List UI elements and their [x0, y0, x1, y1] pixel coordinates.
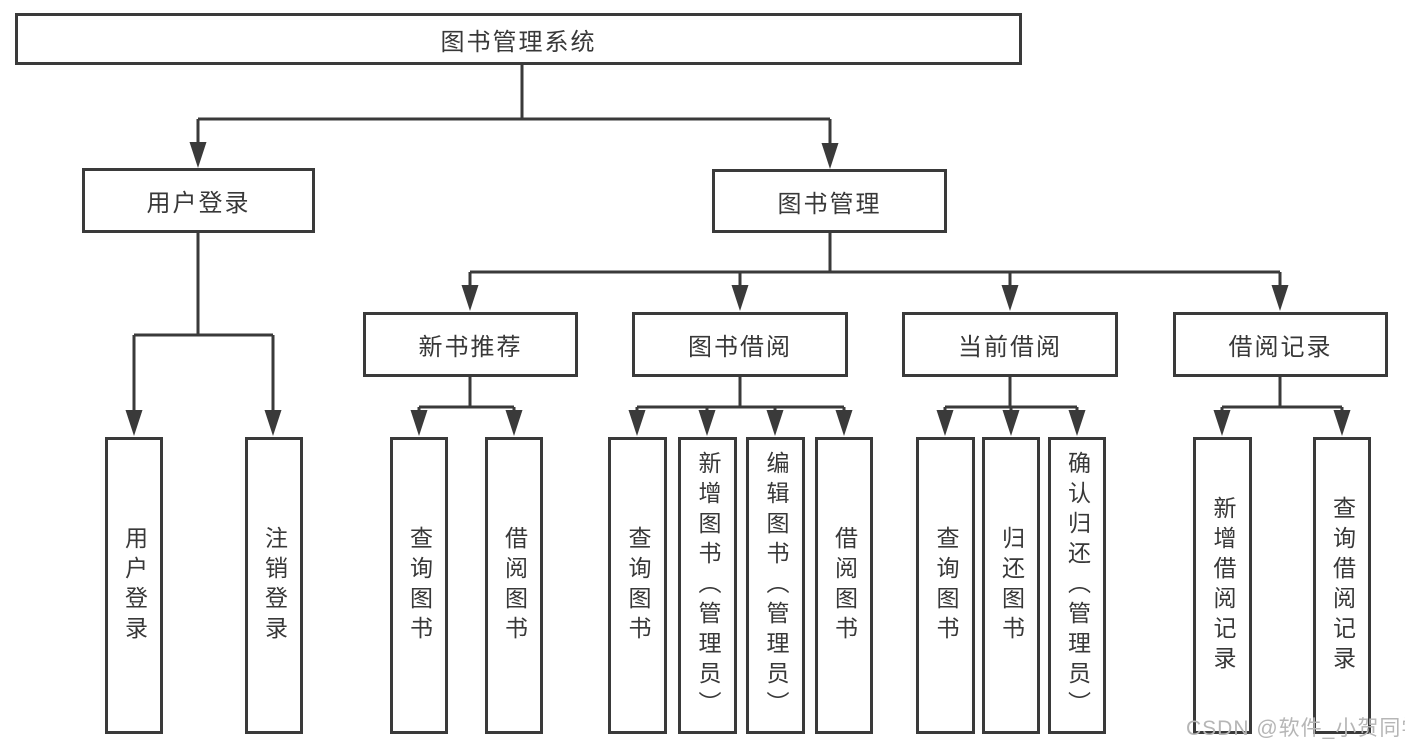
leaf-query-borrow-record: 查询借阅记录 [1313, 437, 1371, 734]
node-borrowing-records: 借阅记录 [1173, 312, 1388, 377]
leaf-current-query-books-label: 查询图书 [933, 525, 959, 646]
leaf-add-books-admin-label: 新增图书（管理员） [695, 450, 721, 721]
leaf-recommend-borrow-books-label: 借阅图书 [501, 525, 528, 646]
csdn-watermark: CSDN @软件_小贺同学 [1186, 717, 1405, 740]
leaf-borrowing-borrow-books: 借阅图书 [815, 437, 873, 734]
leaf-logout: 注销登录 [245, 437, 303, 734]
leaf-borrowing-query-books-label: 查询图书 [625, 525, 651, 646]
node-root: 图书管理系统 [15, 13, 1022, 65]
leaf-add-books-admin: 新增图书（管理员） [678, 437, 737, 734]
leaf-confirm-return-admin-label: 确认归还（管理员） [1064, 450, 1091, 721]
node-borrowing-records-label: 借阅记录 [1228, 334, 1333, 361]
leaf-confirm-return-admin: 确认归还（管理员） [1048, 437, 1106, 734]
leaf-recommend-query-books-label: 查询图书 [406, 525, 433, 646]
leaf-edit-books-admin: 编辑图书（管理员） [746, 437, 805, 734]
leaf-user-login: 用户登录 [105, 437, 163, 734]
leaf-current-query-books: 查询图书 [916, 437, 975, 734]
node-book-borrowing-label: 图书借阅 [688, 334, 792, 361]
leaf-query-borrow-record-label: 查询借阅记录 [1329, 495, 1356, 676]
leaf-add-borrow-record-label: 新增借阅记录 [1210, 495, 1236, 676]
leaf-edit-books-admin-label: 编辑图书（管理员） [763, 450, 789, 721]
leaf-borrowing-query-books: 查询图书 [608, 437, 667, 734]
node-new-book-recommend: 新书推荐 [363, 312, 578, 377]
node-current-borrowing-label: 当前借阅 [958, 334, 1062, 361]
node-user-login-label: 用户登录 [146, 190, 251, 217]
leaf-user-login-label: 用户登录 [121, 525, 148, 646]
leaf-borrowing-borrow-books-label: 借阅图书 [831, 525, 858, 646]
leaf-return-books: 归还图书 [982, 437, 1040, 734]
node-new-book-recommend-label: 新书推荐 [418, 334, 523, 361]
node-book-borrowing: 图书借阅 [632, 312, 848, 377]
node-root-label: 图书管理系统 [440, 28, 597, 56]
leaf-recommend-borrow-books: 借阅图书 [485, 437, 543, 734]
node-current-borrowing: 当前借阅 [902, 312, 1118, 377]
node-book-management: 图书管理 [712, 169, 947, 233]
leaf-logout-label: 注销登录 [261, 525, 288, 646]
node-user-login: 用户登录 [82, 168, 315, 233]
leaf-return-books-label: 归还图书 [998, 525, 1025, 646]
node-book-management-label: 图书管理 [777, 190, 882, 218]
leaf-recommend-query-books: 查询图书 [390, 437, 448, 734]
leaf-add-borrow-record: 新增借阅记录 [1193, 437, 1252, 734]
